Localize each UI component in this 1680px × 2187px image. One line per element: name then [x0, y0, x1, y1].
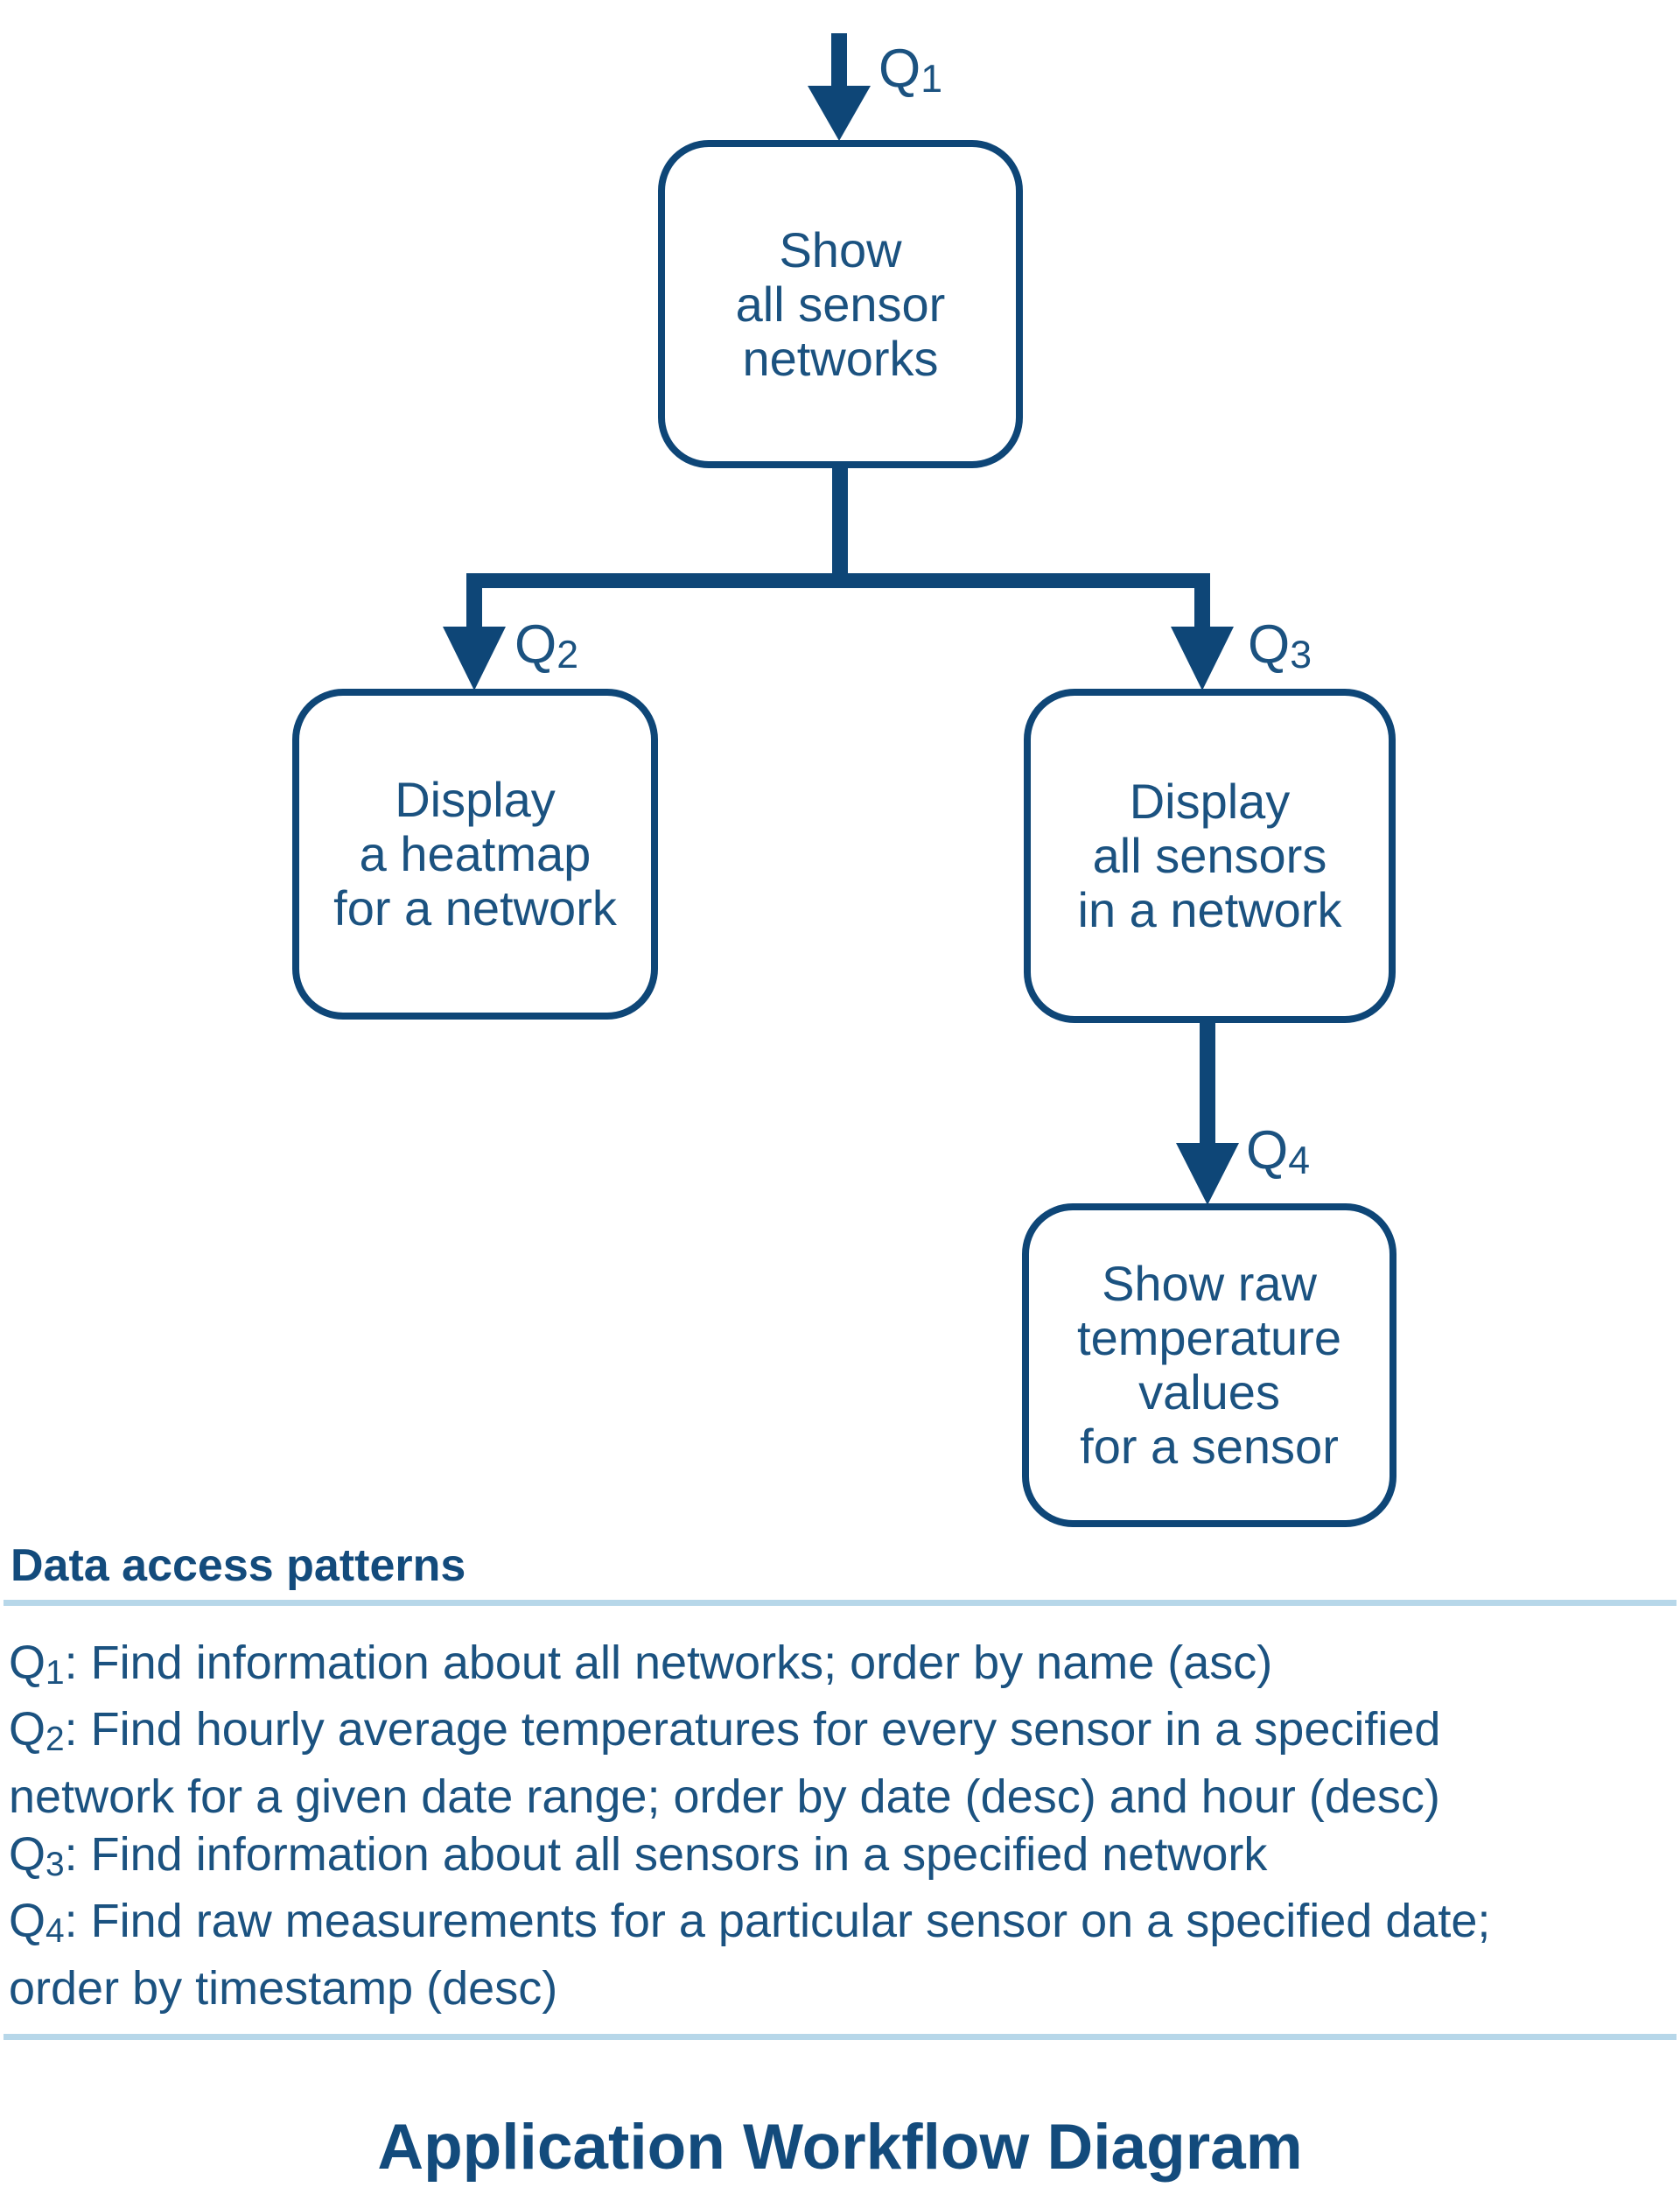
pattern-q2-line-1: Q2: Find hourly average temperatures for… [9, 1696, 1440, 1763]
q3-label-subscript: 3 [1290, 634, 1312, 677]
pattern-q1-text: : Find information about all networks; o… [64, 1637, 1273, 1689]
node-text-line: Display [395, 772, 556, 827]
q2-label-base: Q [514, 614, 557, 675]
q4-arrow-label: Q4 [1246, 1124, 1310, 1181]
q4-arrow [1176, 1020, 1239, 1205]
pattern-q4-line-1: Q4: Find raw measurements for a particul… [9, 1888, 1490, 1954]
q3-arrow [1171, 586, 1234, 690]
node-display-heatmap-for-network: Display a heatmap for a network [292, 689, 658, 1020]
pattern-q1-base: Q [9, 1637, 46, 1689]
node-show-all-sensor-networks: Show all sensor networks [658, 140, 1023, 468]
pattern-q4-text: : Find raw measurements for a particular… [64, 1895, 1491, 1947]
pattern-q3-base: Q [9, 1828, 46, 1881]
node-show-raw-temperature-values: Show raw temperature values for a sensor [1022, 1203, 1396, 1527]
pattern-q3-subscript: 3 [46, 1846, 65, 1884]
pattern-q1-line-1: Q1: Find information about all networks;… [9, 1630, 1272, 1696]
pattern-q4-subscript: 4 [46, 1912, 65, 1951]
pattern-q2-text: : Find hourly average temperatures for e… [64, 1703, 1441, 1756]
data-access-patterns-heading: Data access patterns [10, 1540, 466, 1591]
node-text-line: all sensor [735, 276, 946, 332]
pattern-q2-base: Q [9, 1703, 46, 1756]
pattern-q4-line-2: order by timestamp (desc) [9, 1962, 558, 2015]
node-text-line: networks [742, 330, 939, 386]
q2-arrow [443, 586, 506, 690]
workflow-connectors [443, 33, 1239, 1205]
node-text-line: for a sensor [1080, 1419, 1339, 1474]
node-text-line: a heatmap [359, 826, 592, 881]
node-text-line: Show [779, 221, 902, 277]
pattern-q3-line-1: Q3: Find information about all sensors i… [9, 1821, 1267, 1888]
section-divider-top [4, 1600, 1676, 1606]
q3-label-base: Q [1248, 614, 1291, 675]
q2-arrow-label: Q2 [514, 618, 578, 676]
node-text-line: values [1138, 1364, 1280, 1419]
q2-label-subscript: 2 [556, 634, 579, 677]
q3-arrow-label: Q3 [1248, 618, 1312, 676]
pattern-q2-subscript: 2 [46, 1721, 65, 1759]
node-text-line: for a network [333, 880, 617, 936]
q1-arrow-label: Q1 [878, 39, 942, 100]
q1-arrow [808, 33, 871, 141]
branch-connector [466, 465, 1210, 588]
q4-label-base: Q [1246, 1120, 1289, 1181]
pattern-q3-text: : Find information about all sensors in … [64, 1828, 1268, 1881]
pattern-q2-line-2: network for a given date range; order by… [9, 1770, 1440, 1823]
pattern-q1-subscript: 1 [46, 1654, 65, 1693]
node-text-line: Display [1129, 774, 1291, 829]
node-text-line: all sensors [1092, 828, 1327, 883]
node-text-line: Show raw [1102, 1256, 1317, 1311]
pattern-q4-base: Q [9, 1895, 46, 1947]
page-title: Application Workflow Diagram [377, 2112, 1303, 2183]
node-text-line: in a network [1077, 882, 1342, 937]
q1-label-base: Q [878, 39, 921, 99]
node-text-line: temperature [1077, 1310, 1341, 1365]
q1-label-subscript: 1 [920, 58, 943, 102]
q4-label-subscript: 4 [1288, 1139, 1311, 1183]
section-divider-bottom [4, 2034, 1676, 2040]
node-display-all-sensors-in-network: Display all sensors in a network [1024, 689, 1396, 1023]
